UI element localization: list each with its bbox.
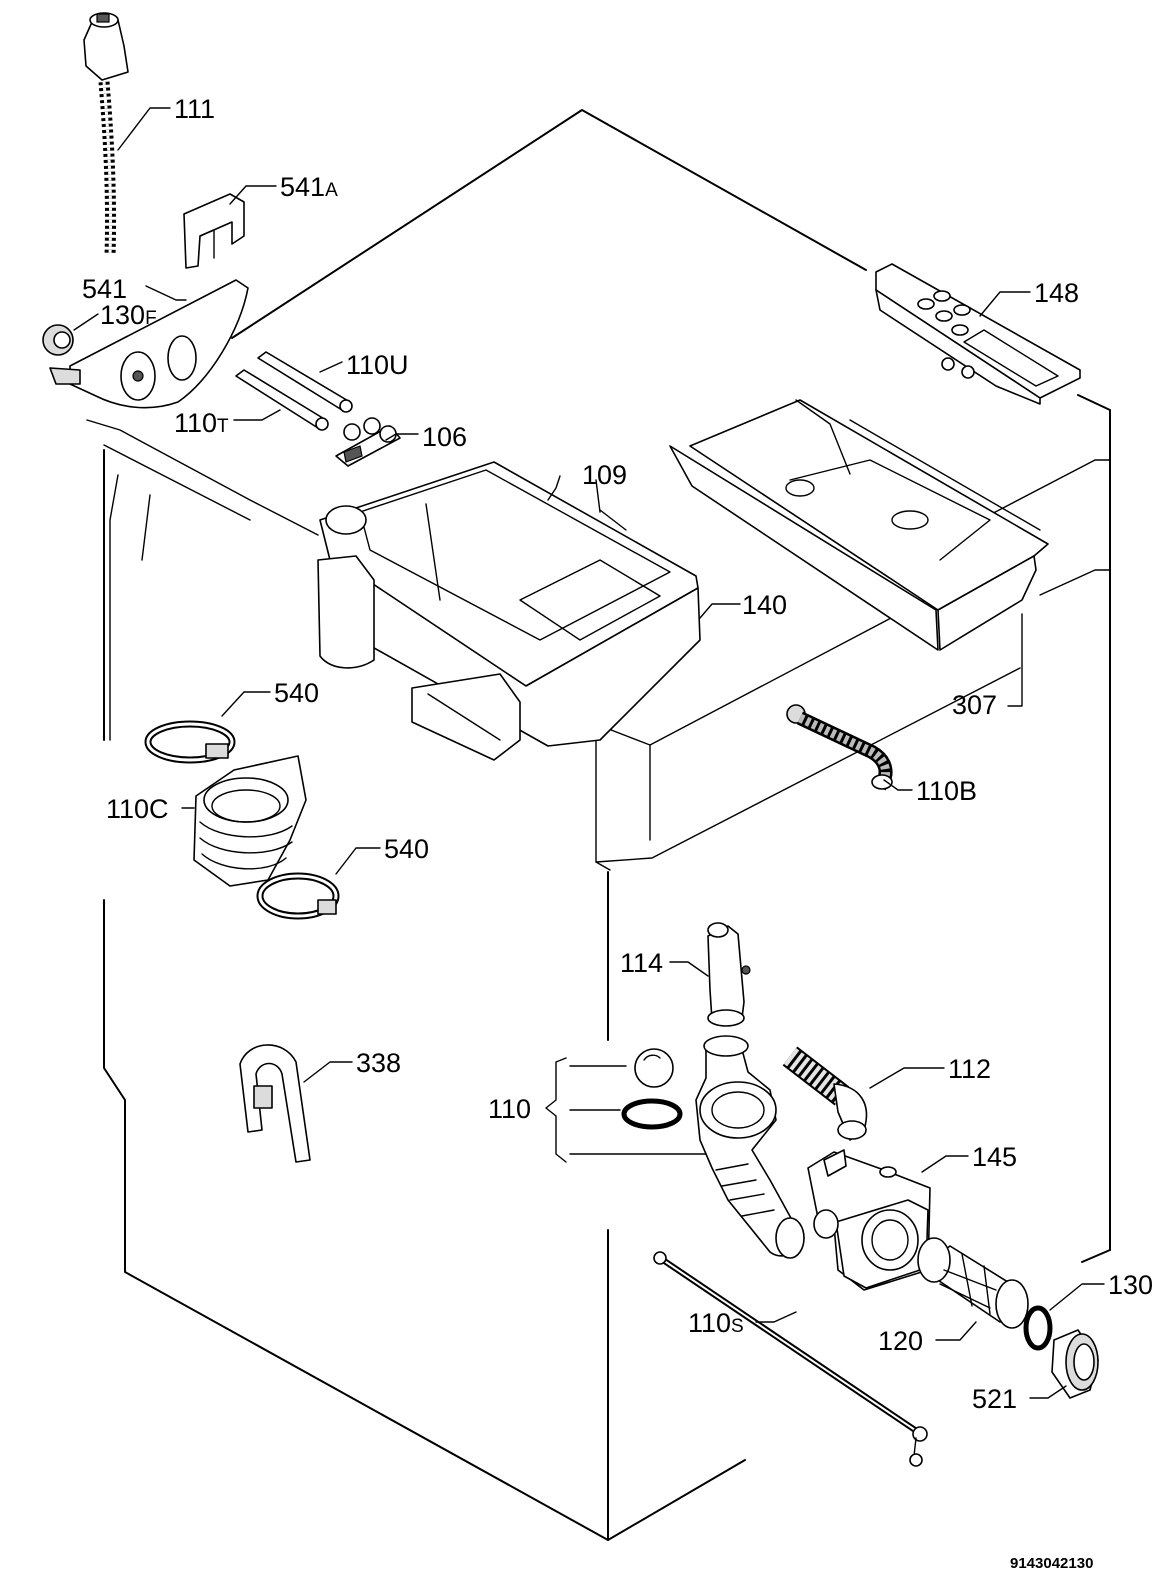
label-541a: 541A — [280, 172, 338, 202]
label-540-top: 540 — [274, 678, 319, 708]
label-130: 130 — [1108, 1270, 1153, 1300]
label-521: 521 — [972, 1384, 1017, 1414]
dispenser-housing-140 — [317, 461, 701, 761]
hose-110b — [786, 704, 893, 791]
label-540-bottom: 540 — [384, 834, 429, 864]
label-148: 148 — [1034, 278, 1079, 308]
label-106: 106 — [422, 422, 467, 452]
leader-lines — [73, 107, 1105, 1399]
pump-housing-110 — [621, 1035, 805, 1259]
label-111: 111 — [174, 94, 215, 124]
drawing-code: 9143042130 — [1010, 1555, 1093, 1572]
label-130f: 130F — [100, 300, 157, 330]
clamp-540-bottom — [256, 872, 340, 920]
label-110c: 110C — [106, 794, 169, 824]
label-110u: 110U — [346, 350, 409, 380]
clip-541a — [183, 193, 245, 269]
bellows-110c — [193, 755, 307, 887]
cabinet-outline — [86, 109, 1111, 1541]
tubes-110u-110t — [235, 351, 353, 431]
clamp-540-top — [144, 720, 236, 764]
label-110: 110 — [488, 1094, 531, 1124]
seal-130 — [1023, 1305, 1053, 1351]
label-110b: 110B — [916, 776, 977, 806]
label-541: 541 — [82, 274, 127, 304]
label-110t: 110T — [174, 408, 229, 438]
panel-541 — [42, 279, 249, 409]
part-114 — [707, 922, 751, 1027]
valve-106 — [335, 417, 401, 467]
drawer-307 — [669, 399, 1049, 651]
label-307: 307 — [952, 690, 997, 720]
hose-112 — [782, 1046, 868, 1141]
pump-145 — [807, 1149, 931, 1291]
label-109: 109 — [582, 460, 627, 490]
label-110s: 110S — [688, 1308, 744, 1338]
rod-110s — [653, 1251, 928, 1467]
label-145: 145 — [972, 1142, 1017, 1172]
lid-148 — [875, 263, 1081, 405]
label-140: 140 — [742, 590, 787, 620]
hose-guide-338 — [239, 1044, 311, 1163]
filter-120 — [917, 1237, 1029, 1329]
label-338: 338 — [356, 1048, 401, 1078]
label-120: 120 — [878, 1326, 923, 1356]
label-112: 112 — [948, 1054, 991, 1084]
label-114: 114 — [620, 948, 663, 978]
inlet-hose-111 — [83, 12, 129, 256]
cap-521 — [1051, 1329, 1099, 1399]
part-labels: 111 541A 541 130F 110U 110T 106 109 148 … — [82, 94, 1153, 1572]
